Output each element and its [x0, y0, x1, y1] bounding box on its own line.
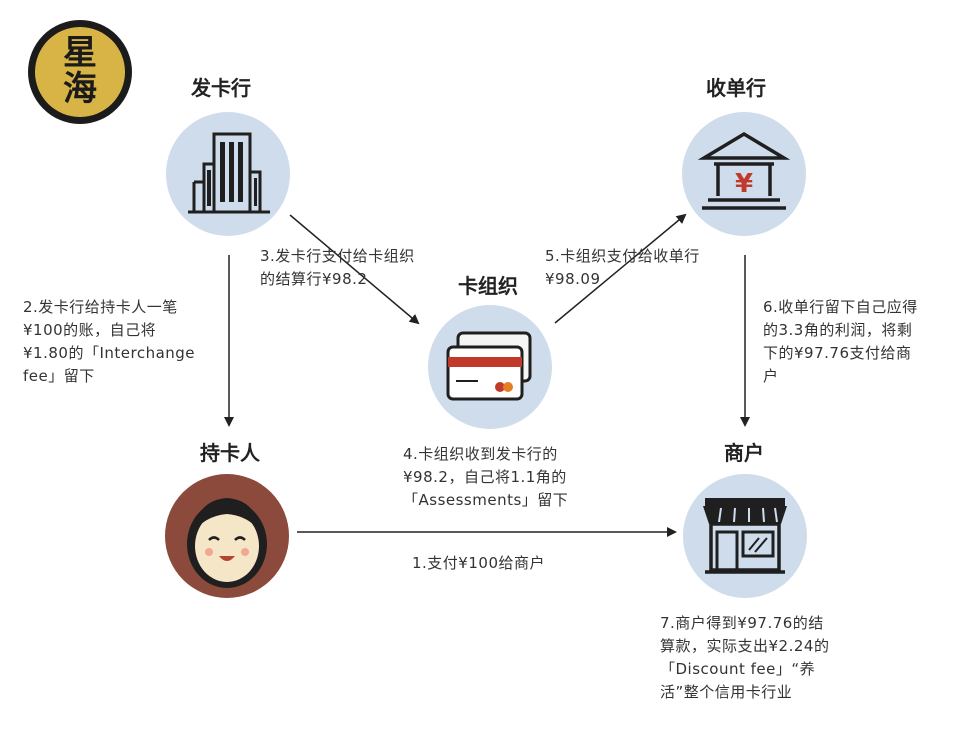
- arrow-issuer-to-network: [289, 214, 420, 325]
- network-title: 卡组织: [458, 274, 518, 298]
- acquirer-title: 收单行: [706, 76, 766, 100]
- cardholder-node: [165, 474, 289, 598]
- xinghai-logo: 星 海: [28, 20, 132, 124]
- credit-cards-icon: [446, 331, 532, 401]
- step-7-note: 7.商户得到¥97.76的结 算款，实际支出¥2.24的 「Discount f…: [660, 614, 830, 701]
- building-icon: [188, 132, 270, 214]
- step-4-note: 4.卡组织收到发卡行的 ¥98.2，自己将1.1角的 「Assessments」…: [403, 445, 569, 509]
- svg-text:¥: ¥: [735, 169, 753, 199]
- cardholder-title: 持卡人: [200, 441, 260, 465]
- step-1-note: 1.支付¥100给商户: [412, 554, 545, 572]
- arrow-network-to-acquirer: [554, 213, 687, 324]
- merchant-title: 商户: [724, 441, 764, 465]
- network-node: [428, 305, 552, 429]
- step-2-note: 2.发卡行给持卡人一笔 ¥100的账，自己将 ¥1.80的「Interchang…: [23, 298, 196, 385]
- person-face-icon: [187, 498, 267, 588]
- step-3-note: 3.发卡行支付给卡组织 的结算行¥98.2: [260, 247, 415, 288]
- logo-char-2: 海: [63, 69, 97, 109]
- step-5-note: 5.卡组织支付给收单行 ¥98.09: [545, 247, 700, 288]
- merchant-node: [683, 474, 807, 598]
- logo-badge: 星 海: [35, 27, 125, 117]
- storefront-icon: [703, 498, 787, 574]
- issuer-title: 发卡行: [191, 76, 251, 100]
- step-6-note: 6.收单行留下自己应得 的3.3角的利润，将剩 下的¥97.76支付给商 户: [763, 298, 918, 385]
- acquirer-node: ¥: [682, 112, 806, 236]
- bank-yuan-icon: ¥: [697, 131, 791, 210]
- logo-char-1: 星: [63, 33, 97, 73]
- issuer-node: [166, 112, 290, 236]
